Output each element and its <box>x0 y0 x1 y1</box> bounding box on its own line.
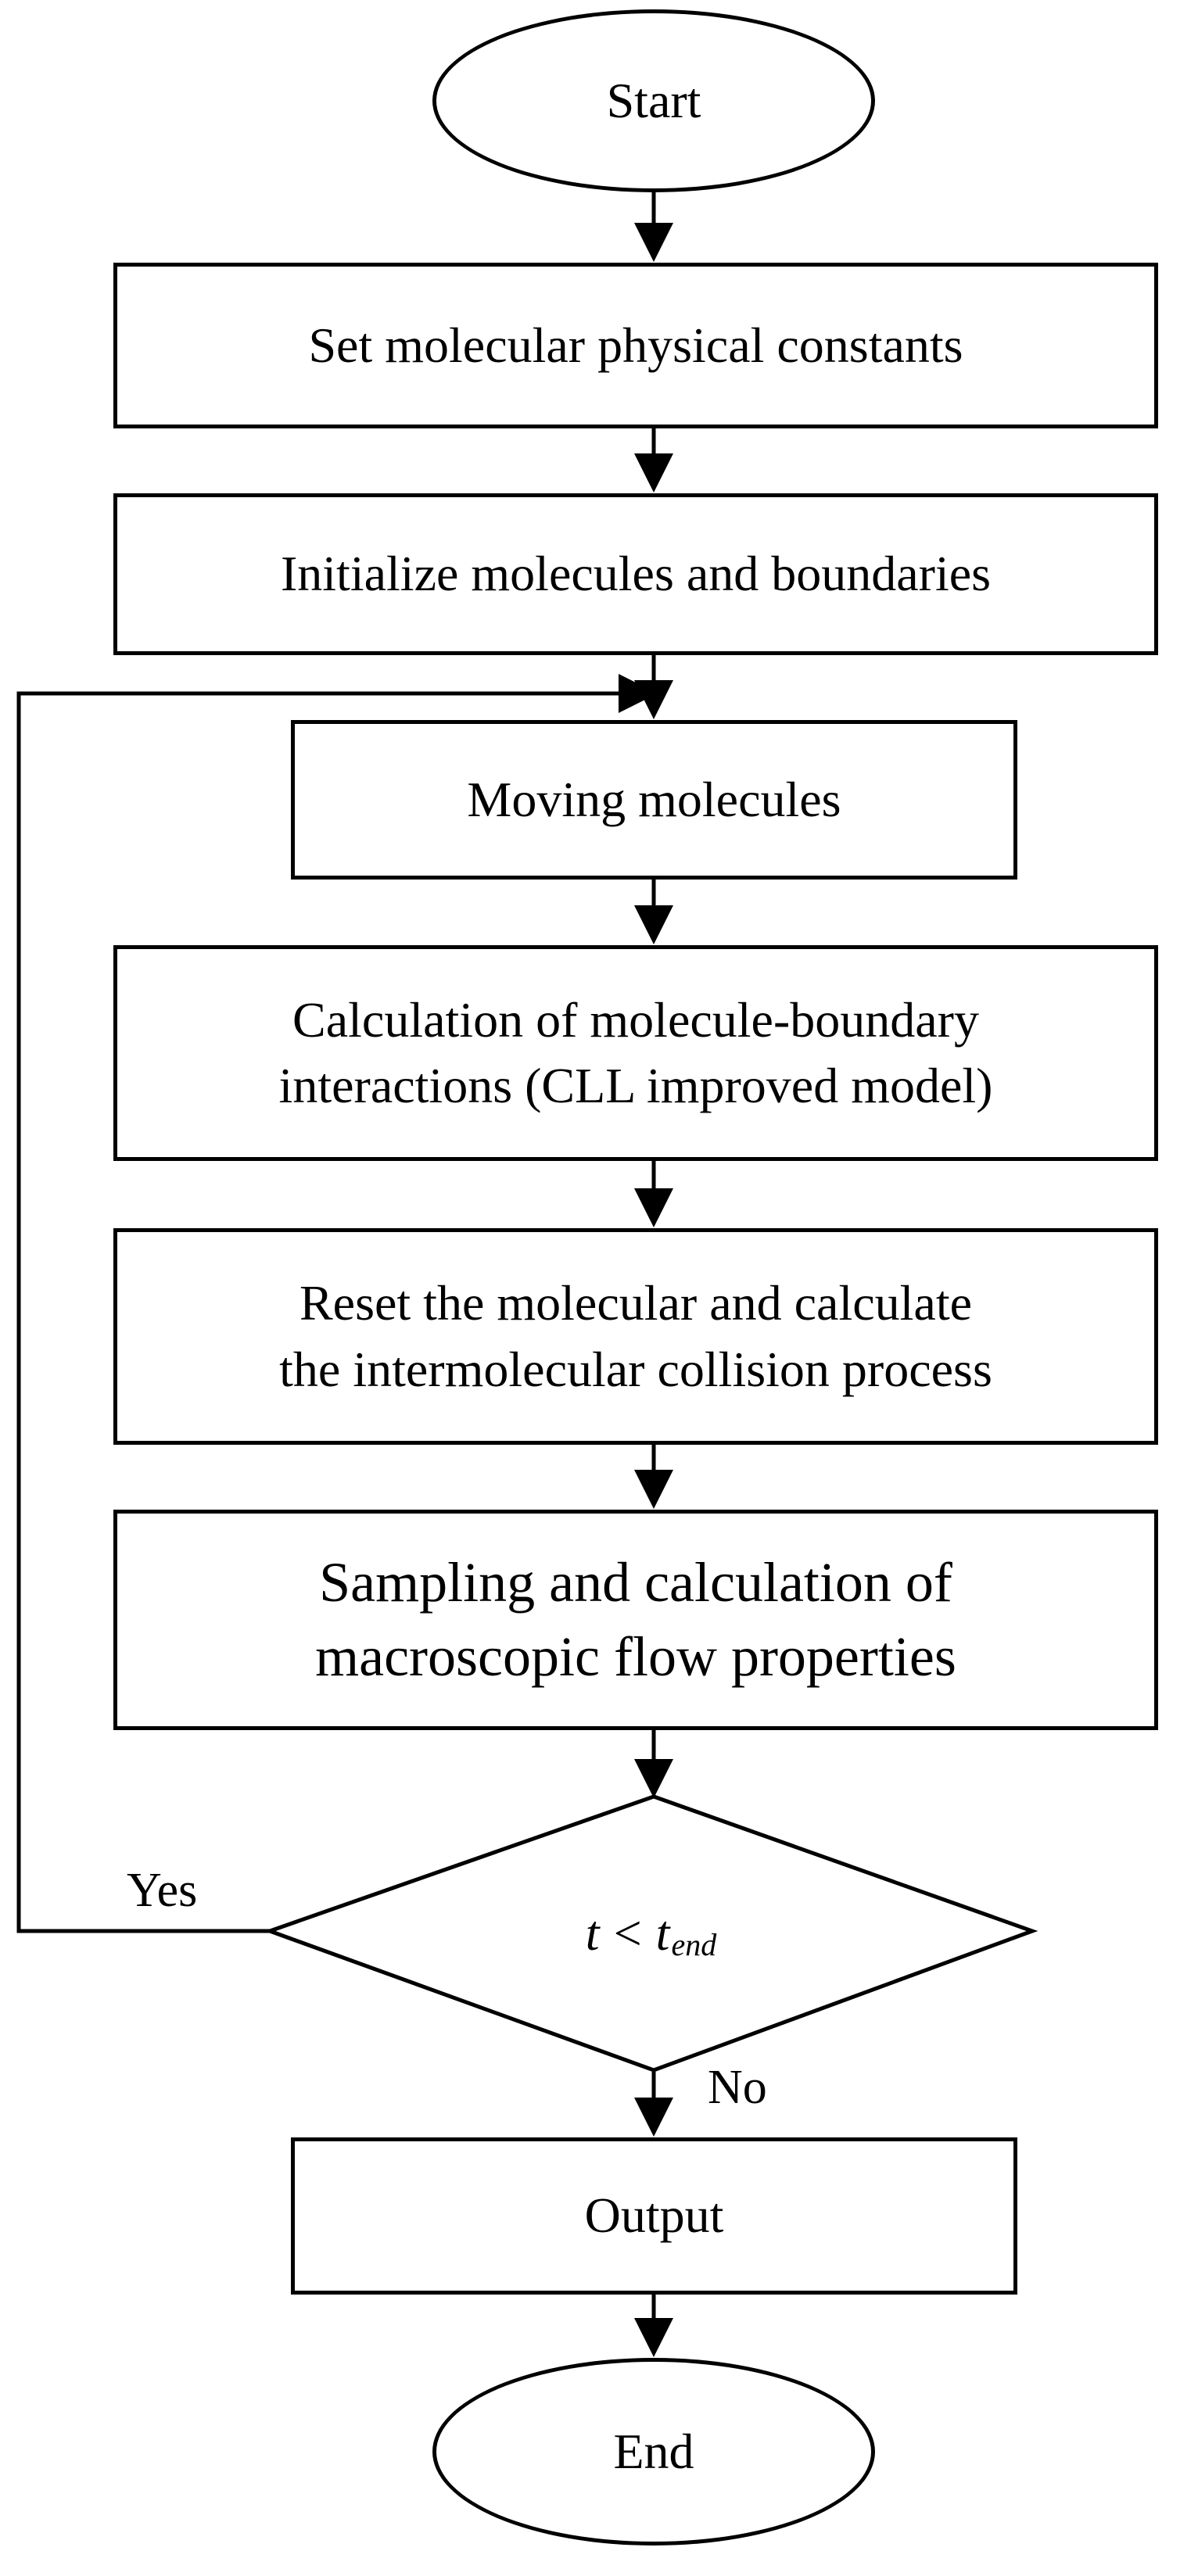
set-constants-step: Set molecular physical constants <box>113 263 1158 428</box>
no-label: No <box>708 2061 767 2114</box>
end-terminal: End <box>432 2358 875 2546</box>
sampling-line1: Sampling and calculation of <box>319 1550 952 1614</box>
collision-step: Reset the molecular and calculate the in… <box>113 1228 1158 1445</box>
decision-diamond <box>264 1794 1038 2073</box>
condition-rhs-subscript: end <box>671 1926 717 1962</box>
initialize-step: Initialize molecules and boundaries <box>113 493 1158 655</box>
condition-operator: < <box>613 1905 642 1961</box>
output-label: Output <box>584 2187 724 2244</box>
start-terminal: Start <box>432 9 875 192</box>
collision-line2: the intermolecular collision process <box>279 1341 992 1397</box>
decision-condition: t < t end <box>270 1797 1032 2070</box>
moving-molecules-label: Moving molecules <box>467 771 841 827</box>
sampling-step: Sampling and calculation of macroscopic … <box>113 1510 1158 1730</box>
boundary-interaction-step: Calculation of molecule-boundary interac… <box>113 945 1158 1161</box>
end-label: End <box>613 2423 694 2479</box>
yes-label: Yes <box>127 1864 198 1917</box>
loop-back-line <box>16 674 658 1933</box>
condition-lhs: t <box>585 1905 600 1961</box>
boundary-interaction-line1: Calculation of molecule-boundary <box>292 991 979 1048</box>
set-constants-label: Set molecular physical constants <box>308 317 963 373</box>
condition-rhs: t <box>655 1905 670 1961</box>
output-step: Output <box>291 2137 1017 2295</box>
collision-line1: Reset the molecular and calculate <box>299 1275 973 1331</box>
start-label: Start <box>606 72 701 128</box>
sampling-line2: macroscopic flow properties <box>315 1625 956 1688</box>
moving-molecules-step: Moving molecules <box>291 720 1017 880</box>
initialize-label: Initialize molecules and boundaries <box>280 546 992 602</box>
boundary-interaction-line2: interactions (CLL improved model) <box>278 1058 993 1113</box>
